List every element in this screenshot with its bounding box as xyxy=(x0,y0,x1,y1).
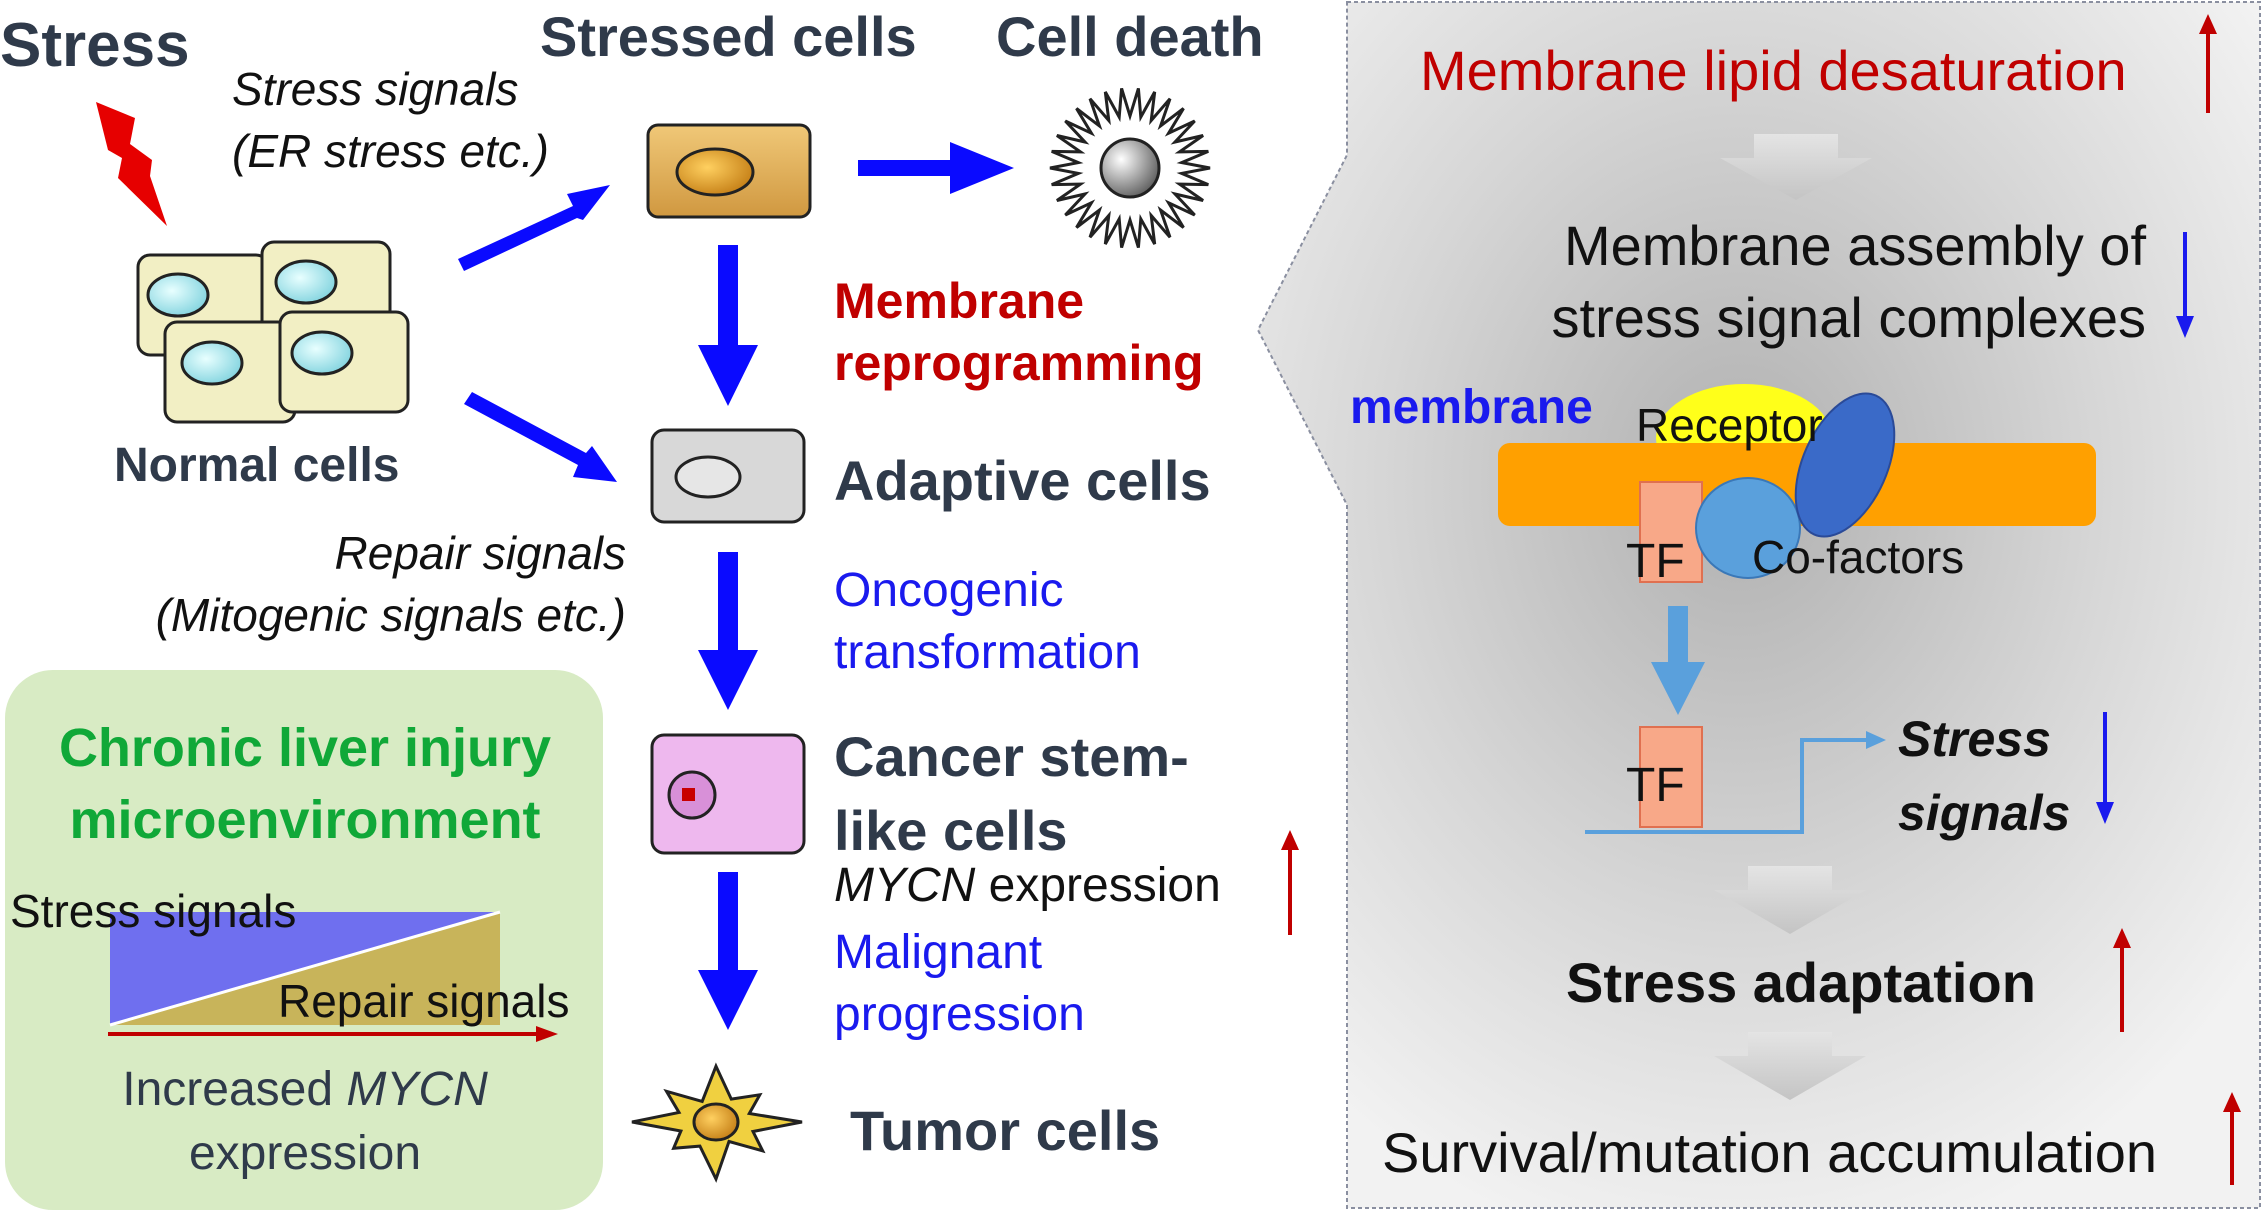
membrane-complex xyxy=(1498,384,2096,583)
oncogenic-line2: transformation xyxy=(834,626,1141,679)
signal-triangle-chart xyxy=(108,910,558,1042)
arrow-normal-to-stressed xyxy=(458,185,610,271)
receptor-label: Receptor xyxy=(1636,399,1823,451)
cofactor-light-shape xyxy=(1695,477,1801,579)
cofactors-label: Co-factors xyxy=(1752,531,1965,583)
tf-top-label: TF xyxy=(1626,535,1685,588)
increased-prefix: Increased xyxy=(122,1063,347,1116)
adaptation-up-arrow-icon xyxy=(2113,928,2131,1032)
stressed-cell-icon xyxy=(646,123,812,219)
stress-adaptation-label: Stress adaptation xyxy=(1566,951,2036,1014)
stress-output-line2: signals xyxy=(1898,785,2071,841)
normal-cells-icon xyxy=(136,240,410,424)
increased-mycn-gene: MYCN xyxy=(346,1063,488,1116)
mycn-expression-label: MYCN expression xyxy=(834,859,1221,913)
stress-signals-output-label: Stress signals xyxy=(1898,702,2070,850)
malignant-line2: progression xyxy=(834,988,1085,1041)
repair-signals-line2: (Mitogenic signals etc.) xyxy=(155,589,626,641)
cancer-stem-cell-icon xyxy=(650,733,806,855)
stress-signals-line2: (ER stress etc.) xyxy=(232,125,549,177)
stress-signals-line1: Stress signals xyxy=(232,63,519,115)
lipid-desaturation-label: Membrane lipid desaturation xyxy=(1420,39,2127,102)
right-panel xyxy=(1256,1,2261,1209)
membrane-reprogramming-label: Membrane reprogramming xyxy=(834,270,1204,394)
mycn-expression-suffix: expression xyxy=(975,859,1221,912)
cofactor-dark-shape xyxy=(1794,392,1896,538)
stress-signals-down-arrow-icon xyxy=(2096,712,2114,824)
adaptive-cells-label: Adaptive cells xyxy=(834,449,1211,512)
malignant-line1: Malignant xyxy=(834,926,1043,979)
survival-up-arrow-icon xyxy=(2223,1092,2241,1185)
mycn-gene-name: MYCN xyxy=(834,859,976,912)
tf-bottom-label: TF xyxy=(1626,759,1685,812)
increasing-mycn-arrow xyxy=(536,1026,558,1042)
stress-signals-label: Stress signals (ER stress etc.) xyxy=(232,58,549,182)
cancer-stem-cells-label: Cancer stem- like cells xyxy=(834,720,1189,868)
gray-down-arrow-1 xyxy=(1720,134,1872,200)
arrow-cancer-to-tumor xyxy=(698,872,758,1030)
membrane-reprogramming-line1: Membrane xyxy=(834,273,1085,329)
increased-mycn-line1: Increased MYCN xyxy=(8,1058,602,1122)
assembly-line1: Membrane assembly of xyxy=(1563,214,2146,277)
stress-title: Stress xyxy=(0,11,190,80)
chronic-title-line2: microenvironment xyxy=(69,790,541,850)
assembly-label: Membrane assembly of stress signal compl… xyxy=(1552,210,2146,354)
lipid-up-arrow-icon xyxy=(2199,14,2217,113)
assembly-down-arrow-icon xyxy=(2176,232,2194,338)
flow-arrows xyxy=(458,142,1014,1030)
chronic-title-line1: Chronic liver injury xyxy=(58,718,552,778)
chronic-liver-injury-title: Chronic liver injury microenvironment xyxy=(8,712,602,856)
green-stress-signals-label: Stress signals xyxy=(10,885,297,937)
arrow-normal-to-adaptive xyxy=(464,392,617,482)
repair-signals-line1: Repair signals xyxy=(334,527,626,579)
gray-down-arrow-2 xyxy=(1714,866,1866,934)
tf-top-box xyxy=(1639,481,1703,583)
arrow-adaptive-to-cancer xyxy=(698,552,758,710)
tf-translocation-arrow xyxy=(1651,606,1705,715)
gray-down-arrow-3 xyxy=(1714,1032,1866,1100)
tf-bottom-box xyxy=(1639,726,1703,828)
arrow-stressed-to-death xyxy=(858,142,1014,194)
assembly-line2: stress signal complexes xyxy=(1551,286,2146,349)
green-repair-signals-label: Repair signals xyxy=(278,975,570,1027)
membrane-label: membrane xyxy=(1350,381,1593,434)
oncogenic-transformation-label: Oncogenic transformation xyxy=(834,560,1141,684)
cell-death-icon xyxy=(1049,87,1211,249)
cell-death-label: Cell death xyxy=(996,5,1264,68)
mycn-up-arrow-icon xyxy=(1281,830,1299,935)
tumor-cells-label: Tumor cells xyxy=(850,1099,1161,1162)
increased-mycn-line2: expression xyxy=(188,1127,422,1180)
cancer-stem-line1: Cancer stem- xyxy=(834,725,1189,788)
tumor-cell-icon xyxy=(631,1062,803,1183)
oncogenic-line1: Oncogenic xyxy=(834,564,1064,617)
cancer-stem-line2: like cells xyxy=(834,799,1068,862)
survival-label: Survival/mutation accumulation xyxy=(1382,1121,2158,1184)
membrane-reprogramming-line2: reprogramming xyxy=(834,335,1204,391)
arrow-stressed-to-adaptive xyxy=(698,245,758,406)
stressed-cells-label: Stressed cells xyxy=(540,5,917,68)
gene-promoter-arrow xyxy=(1585,731,1886,834)
repair-signals-label: Repair signals (Mitogenic signals etc.) xyxy=(156,522,626,646)
increased-mycn-label: Increased MYCN expression xyxy=(8,1058,602,1186)
normal-cells-label: Normal cells xyxy=(114,439,400,492)
adaptive-cell-icon xyxy=(650,428,806,524)
lightning-bolt-icon xyxy=(96,102,167,226)
stress-output-line1: Stress xyxy=(1898,711,2051,767)
malignant-progression-label: Malignant progression xyxy=(834,922,1085,1046)
